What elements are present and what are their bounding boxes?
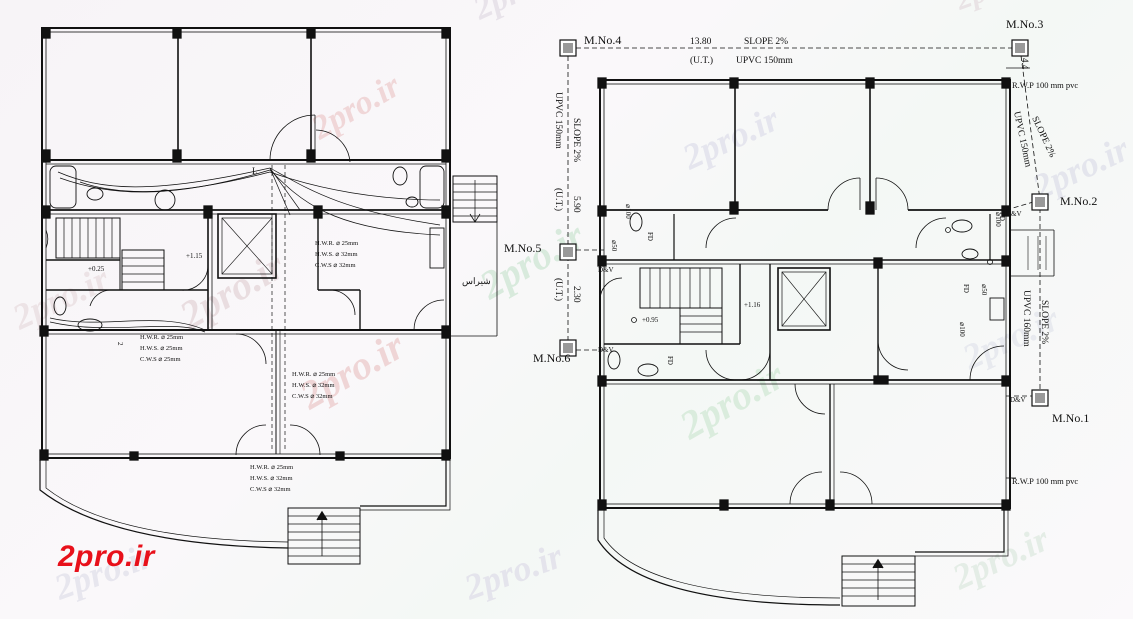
manhole-2 [1031, 193, 1049, 211]
level-mark: +1.15 [186, 252, 203, 260]
diameter-label: ⌀100 [958, 322, 966, 337]
pipe-slope: SLOPE 2% [744, 37, 788, 47]
diameter-label: ⌀100 [994, 212, 1002, 227]
pipe-length: 2.30 [571, 286, 581, 303]
pipe-material: UPVC 160mm [1021, 290, 1031, 347]
right-floor-plan [567, 47, 1055, 607]
left-plan-labels: L H.W.R. ⌀ 25mm H.W.S. ⌀ 32mm C.W.S ⌀ 32… [88, 166, 491, 493]
pipe-spec: C.W.S ⌀ 32mm [315, 262, 356, 269]
toilet-label: L [252, 166, 258, 176]
pipe-length: 13.80 [690, 37, 712, 47]
diameter-label: ⌀50 [980, 284, 988, 296]
pipe-spec: C.W.S ⌀ 25mm [140, 356, 181, 363]
pipe-length: 5.90 [571, 196, 581, 213]
manhole-label: M.No.5 [504, 241, 541, 255]
manhole-3 [1011, 39, 1029, 57]
level-mark: +0.95 [642, 316, 659, 324]
floor-drain-label: FD [998, 212, 1006, 221]
pipe-slope: SLOPE 2% [1039, 300, 1049, 344]
floor-drain-label: FD [646, 232, 654, 241]
pipe-material: UPVC 150mm [736, 56, 793, 66]
manhole-label: M.No.6 [533, 351, 570, 365]
pipe-spec: H.W.R. ⌀ 25mm [140, 334, 183, 341]
pipe-spec: H.W.R. ⌀ 25mm [315, 240, 358, 247]
pipe-spec: C.W.S ⌀ 32mm [250, 486, 291, 493]
pipe-spec: H.W.R. ⌀ 25mm [292, 371, 335, 378]
number-label: 2 [116, 342, 124, 346]
manhole-5 [559, 243, 577, 261]
pipe-ut: (U.T.) [690, 55, 713, 66]
dv-label: D&V [1006, 210, 1022, 218]
watermark-text: 2pro.ir [950, 0, 1042, 17]
manhole-label: M.No.3 [1006, 17, 1043, 31]
watermark-text: 2pro.ir [671, 352, 792, 448]
left-floor-plan [39, 27, 498, 565]
pipe-material: UPVC 150mm [553, 92, 563, 149]
manhole-label: M.No.4 [584, 33, 621, 47]
manhole-label: M.No.1 [1052, 411, 1089, 425]
manhole-4 [559, 39, 577, 57]
watermark-text: 2pro.ir [458, 535, 568, 608]
manholes [559, 39, 1049, 407]
level-mark: +0.25 [88, 265, 105, 273]
dv-label: D&V [1010, 396, 1026, 404]
manhole-label: M.No.2 [1060, 194, 1097, 208]
watermark-layer: 2pro.ir 2pro.ir 2pro.ir 2pro.ir 2pro.ir … [6, 0, 1133, 608]
site-logo[interactable]: 2pro.ir [58, 540, 155, 573]
pipe-spec: H.W.S. ⌀ 32mm [250, 475, 293, 482]
pipe-spec: H.W.R. ⌀ 25mm [250, 464, 293, 471]
manhole-1 [1031, 389, 1049, 407]
diameter-label: ⌀50 [610, 240, 618, 252]
pipe-slope: SLOPE 2% [571, 118, 581, 162]
watermark-text: 2pro.ir [305, 67, 408, 148]
level-mark: +1.16 [744, 301, 761, 309]
pipe-spec: H.W.S. ⌀ 32mm [292, 382, 335, 389]
rain-water-pipe-label: R.W.P 100 mm pvc [1012, 80, 1078, 90]
diameter-label: ⌀100 [624, 204, 632, 219]
dv-label: D&V [598, 346, 614, 354]
watermark-text: 2pro.ir [676, 98, 786, 178]
pipe-ut: (U.T.) [553, 188, 564, 211]
watermark-text: 2pro.ir [946, 518, 1056, 598]
pipe-ut: (U.T.) [553, 278, 564, 301]
pipe-spec: C.W.S ⌀ 32mm [292, 393, 333, 400]
floor-drain-label: FD [962, 284, 970, 293]
manhole-6 [559, 339, 577, 357]
dv-label: D&V [598, 266, 614, 274]
corridor-label: شیراس [462, 276, 491, 287]
dimension-label: 4.4 [1020, 58, 1030, 70]
rain-water-pipe-label: R.W.P 100 mm pvc [1012, 476, 1078, 486]
floor-drain-label: FD [666, 356, 674, 365]
pipe-spec: H.W.S. ⌀ 32mm [315, 251, 358, 258]
pipe-spec: H.W.S. ⌀ 25mm [140, 345, 183, 352]
watermark-text: 2pro.ir [467, 0, 571, 28]
